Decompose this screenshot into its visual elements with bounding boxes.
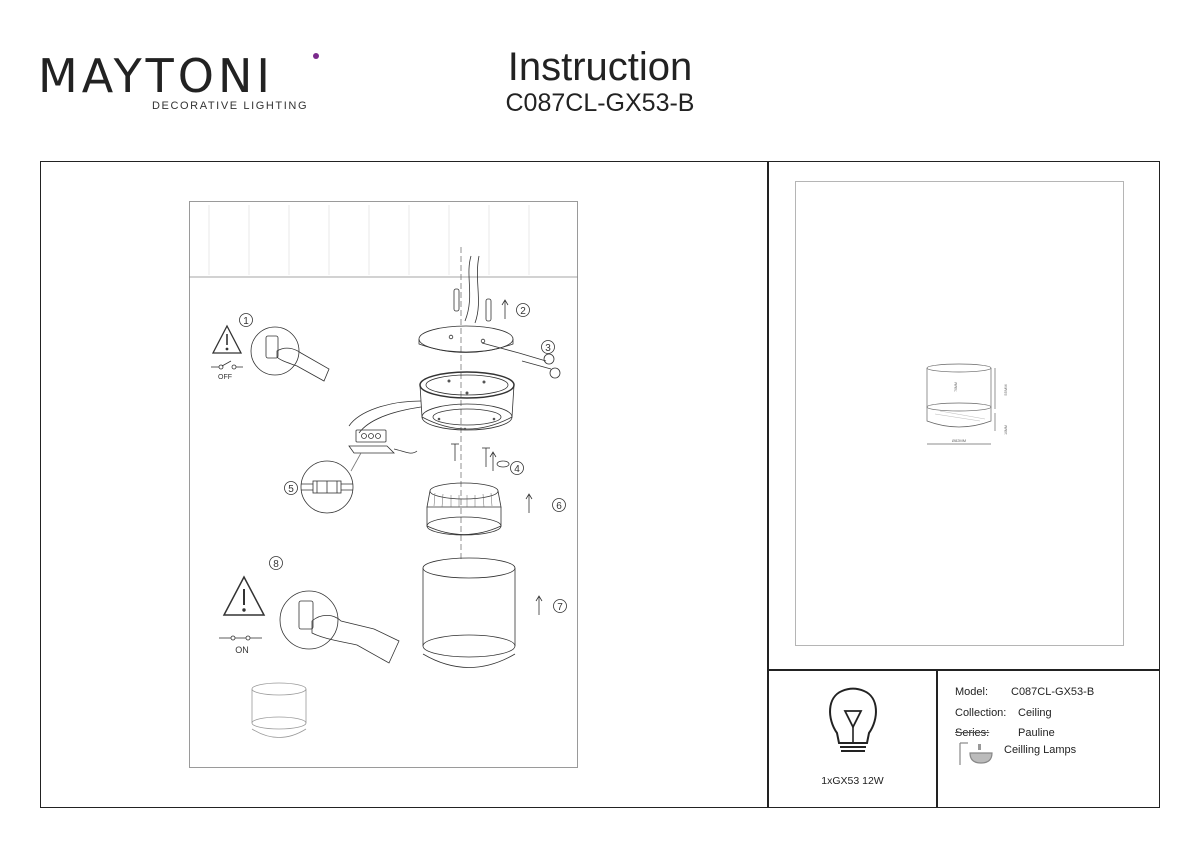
model-label: Model: xyxy=(955,686,989,698)
up-arrow-icon xyxy=(535,595,543,615)
collection-value: Ceiling xyxy=(1018,707,1052,719)
shade-diffuser xyxy=(422,653,516,668)
step-2-circle xyxy=(516,303,530,317)
series-label: Series: xyxy=(955,727,990,739)
bulb-cell: 1xGX53 12W xyxy=(769,671,936,808)
up-arrow-icon xyxy=(501,299,509,319)
series-value: Pauline xyxy=(1018,727,1055,739)
terminal-zoom-wires xyxy=(301,483,353,491)
dim-height: 55MM xyxy=(1003,384,1008,395)
housing-dots xyxy=(437,379,496,431)
wall-switch-on xyxy=(298,600,314,630)
plate-hole xyxy=(480,338,486,344)
warning-triangle-icon-on xyxy=(222,575,266,616)
document-title: Instruction xyxy=(507,45,693,89)
rotate-arrow-icon xyxy=(496,460,510,468)
gx53-lamp-fins xyxy=(426,490,502,508)
shade-bottom xyxy=(422,634,516,658)
dim-flange: 10MM xyxy=(1004,425,1008,435)
warning-triangle-icon xyxy=(211,324,243,354)
step-1-circle xyxy=(239,313,253,327)
gx53-lamp-body xyxy=(426,507,502,535)
collection-label: Collection: xyxy=(955,707,1007,719)
step-3-number: 3 xyxy=(545,343,551,354)
step-8-number: 8 xyxy=(273,559,279,570)
brand-accent-dot xyxy=(313,53,319,59)
step-2-number: 2 xyxy=(520,306,526,317)
wall-switch xyxy=(265,335,279,359)
dimensions-sheet xyxy=(795,181,1124,646)
step-8-circle xyxy=(269,556,283,570)
switch-on-label: ON xyxy=(235,645,249,655)
switch-icon xyxy=(211,360,243,370)
step-4-circle xyxy=(510,461,524,475)
shade-top xyxy=(422,557,516,579)
mains-wire-2 xyxy=(474,255,480,324)
screwdriver-icon xyxy=(451,443,497,471)
assembly-diagram-sheet xyxy=(189,201,578,768)
step-4-number: 4 xyxy=(514,464,520,475)
up-arrow-icon xyxy=(525,493,533,513)
lamp-spec: 1xGX53 12W xyxy=(821,775,884,787)
frame-divider-horizontal xyxy=(767,669,1160,671)
lamp-diffuser xyxy=(926,407,992,428)
terminal-base xyxy=(348,445,395,454)
step-7-circle xyxy=(553,599,567,613)
switch-zoom-circle xyxy=(250,326,300,376)
plate-hole xyxy=(448,334,454,340)
hand-icon xyxy=(276,347,330,382)
cable-2 xyxy=(358,406,422,434)
step-7-number: 7 xyxy=(557,602,563,613)
document-frame xyxy=(40,161,1160,808)
terminal-wire xyxy=(393,448,418,454)
switch-on-icon xyxy=(219,635,262,641)
wall-anchor-left xyxy=(453,288,460,312)
housing-side xyxy=(419,384,515,430)
terminal-block xyxy=(355,429,387,443)
gx53-lamp-lens xyxy=(426,516,502,536)
step-1-number: 1 xyxy=(243,316,249,327)
step-6-number: 6 xyxy=(556,501,562,512)
cable xyxy=(348,400,422,427)
brand-logo: MAYTONI DECORATIVE LIGHTING xyxy=(38,48,319,118)
assembled-lamp-preview xyxy=(251,682,307,738)
cut-line xyxy=(481,342,520,354)
hand-icon-on xyxy=(311,614,400,664)
dim-body-height: 70MM xyxy=(954,382,958,392)
lamp-top xyxy=(926,363,992,373)
assembly-diagram: 2 3 4 5 xyxy=(189,205,578,738)
housing-bottom xyxy=(421,403,513,431)
mounting-plate-edge xyxy=(418,339,514,353)
wall-anchor-right xyxy=(485,298,492,322)
scissors-icon xyxy=(518,352,561,379)
ceiling-lamp-icon xyxy=(959,742,993,765)
mains-wire xyxy=(464,255,472,322)
switch-on-zoom-circle xyxy=(279,590,339,650)
spec-divider-vertical xyxy=(936,669,938,808)
dimensions-drawing: Ø82MM 55MM 70MM 10MM xyxy=(926,363,1008,445)
housing-top-inner xyxy=(425,374,509,396)
housing-bottom-inner xyxy=(432,408,502,426)
gx53-lamp-top xyxy=(429,482,499,500)
brand-tagline: DECORATIVE LIGHTING xyxy=(152,100,309,112)
frame-divider-vertical xyxy=(767,161,769,808)
step-5-number: 5 xyxy=(288,484,294,495)
brand-name: MAYTONI xyxy=(38,49,274,103)
step-6-circle xyxy=(552,498,566,512)
step-5-circle xyxy=(284,481,298,495)
lamp-ring xyxy=(926,402,992,412)
zoom-leader xyxy=(350,452,362,472)
light-bulb-icon xyxy=(829,687,877,752)
category-label: Ceilling Lamps xyxy=(1004,744,1077,756)
dim-diameter: Ø82MM xyxy=(952,438,966,443)
document-model-code: C087CL-GX53-B xyxy=(505,89,695,117)
switch-off-label: OFF xyxy=(218,374,232,381)
ceiling-hatch xyxy=(208,205,530,275)
step-3-circle xyxy=(541,340,555,354)
terminal-zoom-circle xyxy=(300,460,354,514)
model-value: C087CL-GX53-B xyxy=(1011,686,1095,698)
shade-side xyxy=(422,568,516,646)
